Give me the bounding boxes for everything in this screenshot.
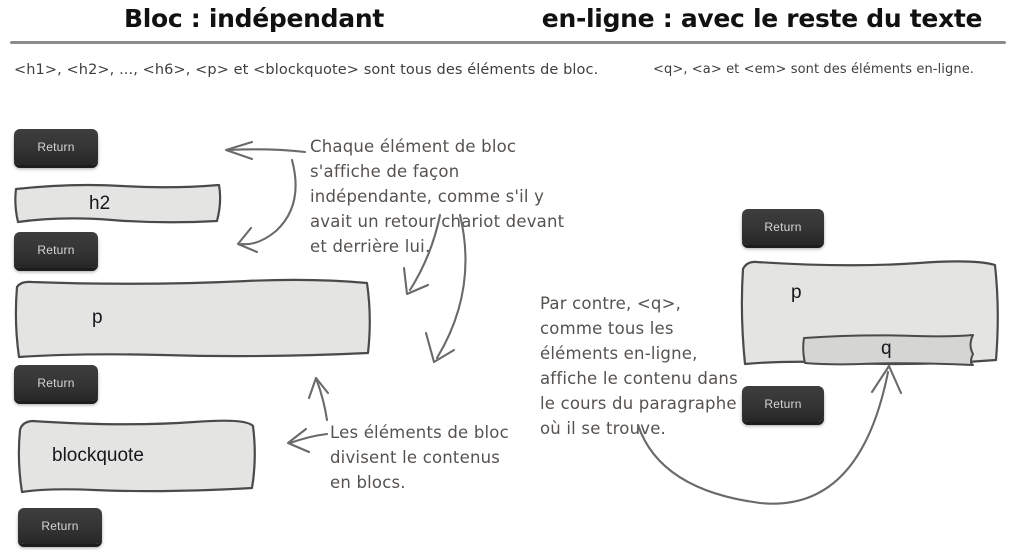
annotation-inline-flow: Par contre, <q>, comme tous les éléments… bbox=[540, 294, 738, 439]
return-key-label: Return bbox=[37, 376, 75, 390]
return-key-label: Return bbox=[764, 220, 802, 234]
arrow-to-blockquote-left-head bbox=[286, 427, 311, 454]
annotation-block-divide: Les éléments de bloc divisent le contenu… bbox=[330, 423, 509, 493]
annotation-block-independent: Chaque élément de bloc s'affiche de faço… bbox=[310, 137, 565, 257]
block-q: q bbox=[801, 332, 977, 367]
arrow-to-p-head bbox=[402, 266, 430, 296]
block-blockquote: blockquote bbox=[14, 416, 260, 496]
return-key-label: Return bbox=[41, 519, 79, 533]
intro-text-inline: <q>, <a> et <em> sont des éléments en-li… bbox=[653, 62, 975, 77]
return-key-5: Return bbox=[742, 209, 824, 245]
return-key-3: Return bbox=[14, 365, 98, 401]
block-label-p: p bbox=[92, 307, 103, 328]
return-key-4: Return bbox=[18, 508, 102, 544]
return-key-2: Return bbox=[14, 232, 98, 268]
arrow-to-blockquote-head bbox=[424, 331, 456, 364]
return-key-label: Return bbox=[764, 397, 802, 411]
arrow-up-divide-head bbox=[307, 376, 330, 400]
arrow-to-return-2 bbox=[239, 158, 297, 246]
page-title-inline: en-ligne : avec le reste du texte bbox=[541, 4, 983, 33]
block-p: p bbox=[12, 277, 374, 361]
intro-text-block: <h1>, <h2>, ..., <h6>, <p> et <blockquot… bbox=[14, 62, 599, 78]
block-label-blockquote: blockquote bbox=[52, 445, 144, 466]
page-title-block: Bloc : indépendant bbox=[123, 4, 384, 33]
arrow-up-divide bbox=[315, 379, 329, 422]
return-key-label: Return bbox=[37, 243, 75, 257]
arrow-to-return-2-head bbox=[236, 226, 259, 254]
return-key-1: Return bbox=[14, 129, 98, 165]
block-label-h2: h2 bbox=[89, 193, 111, 214]
block-label-p-right: p bbox=[791, 282, 802, 303]
arrow-to-h2 bbox=[226, 148, 307, 154]
arrow-to-h2-head bbox=[224, 140, 254, 161]
return-key-6: Return bbox=[742, 386, 824, 422]
header-divider bbox=[10, 41, 1006, 44]
arrow-to-blockquote-left bbox=[288, 432, 329, 445]
block-h2: h2 bbox=[12, 180, 224, 226]
return-key-label: Return bbox=[37, 140, 75, 154]
block-label-q: q bbox=[881, 338, 892, 359]
